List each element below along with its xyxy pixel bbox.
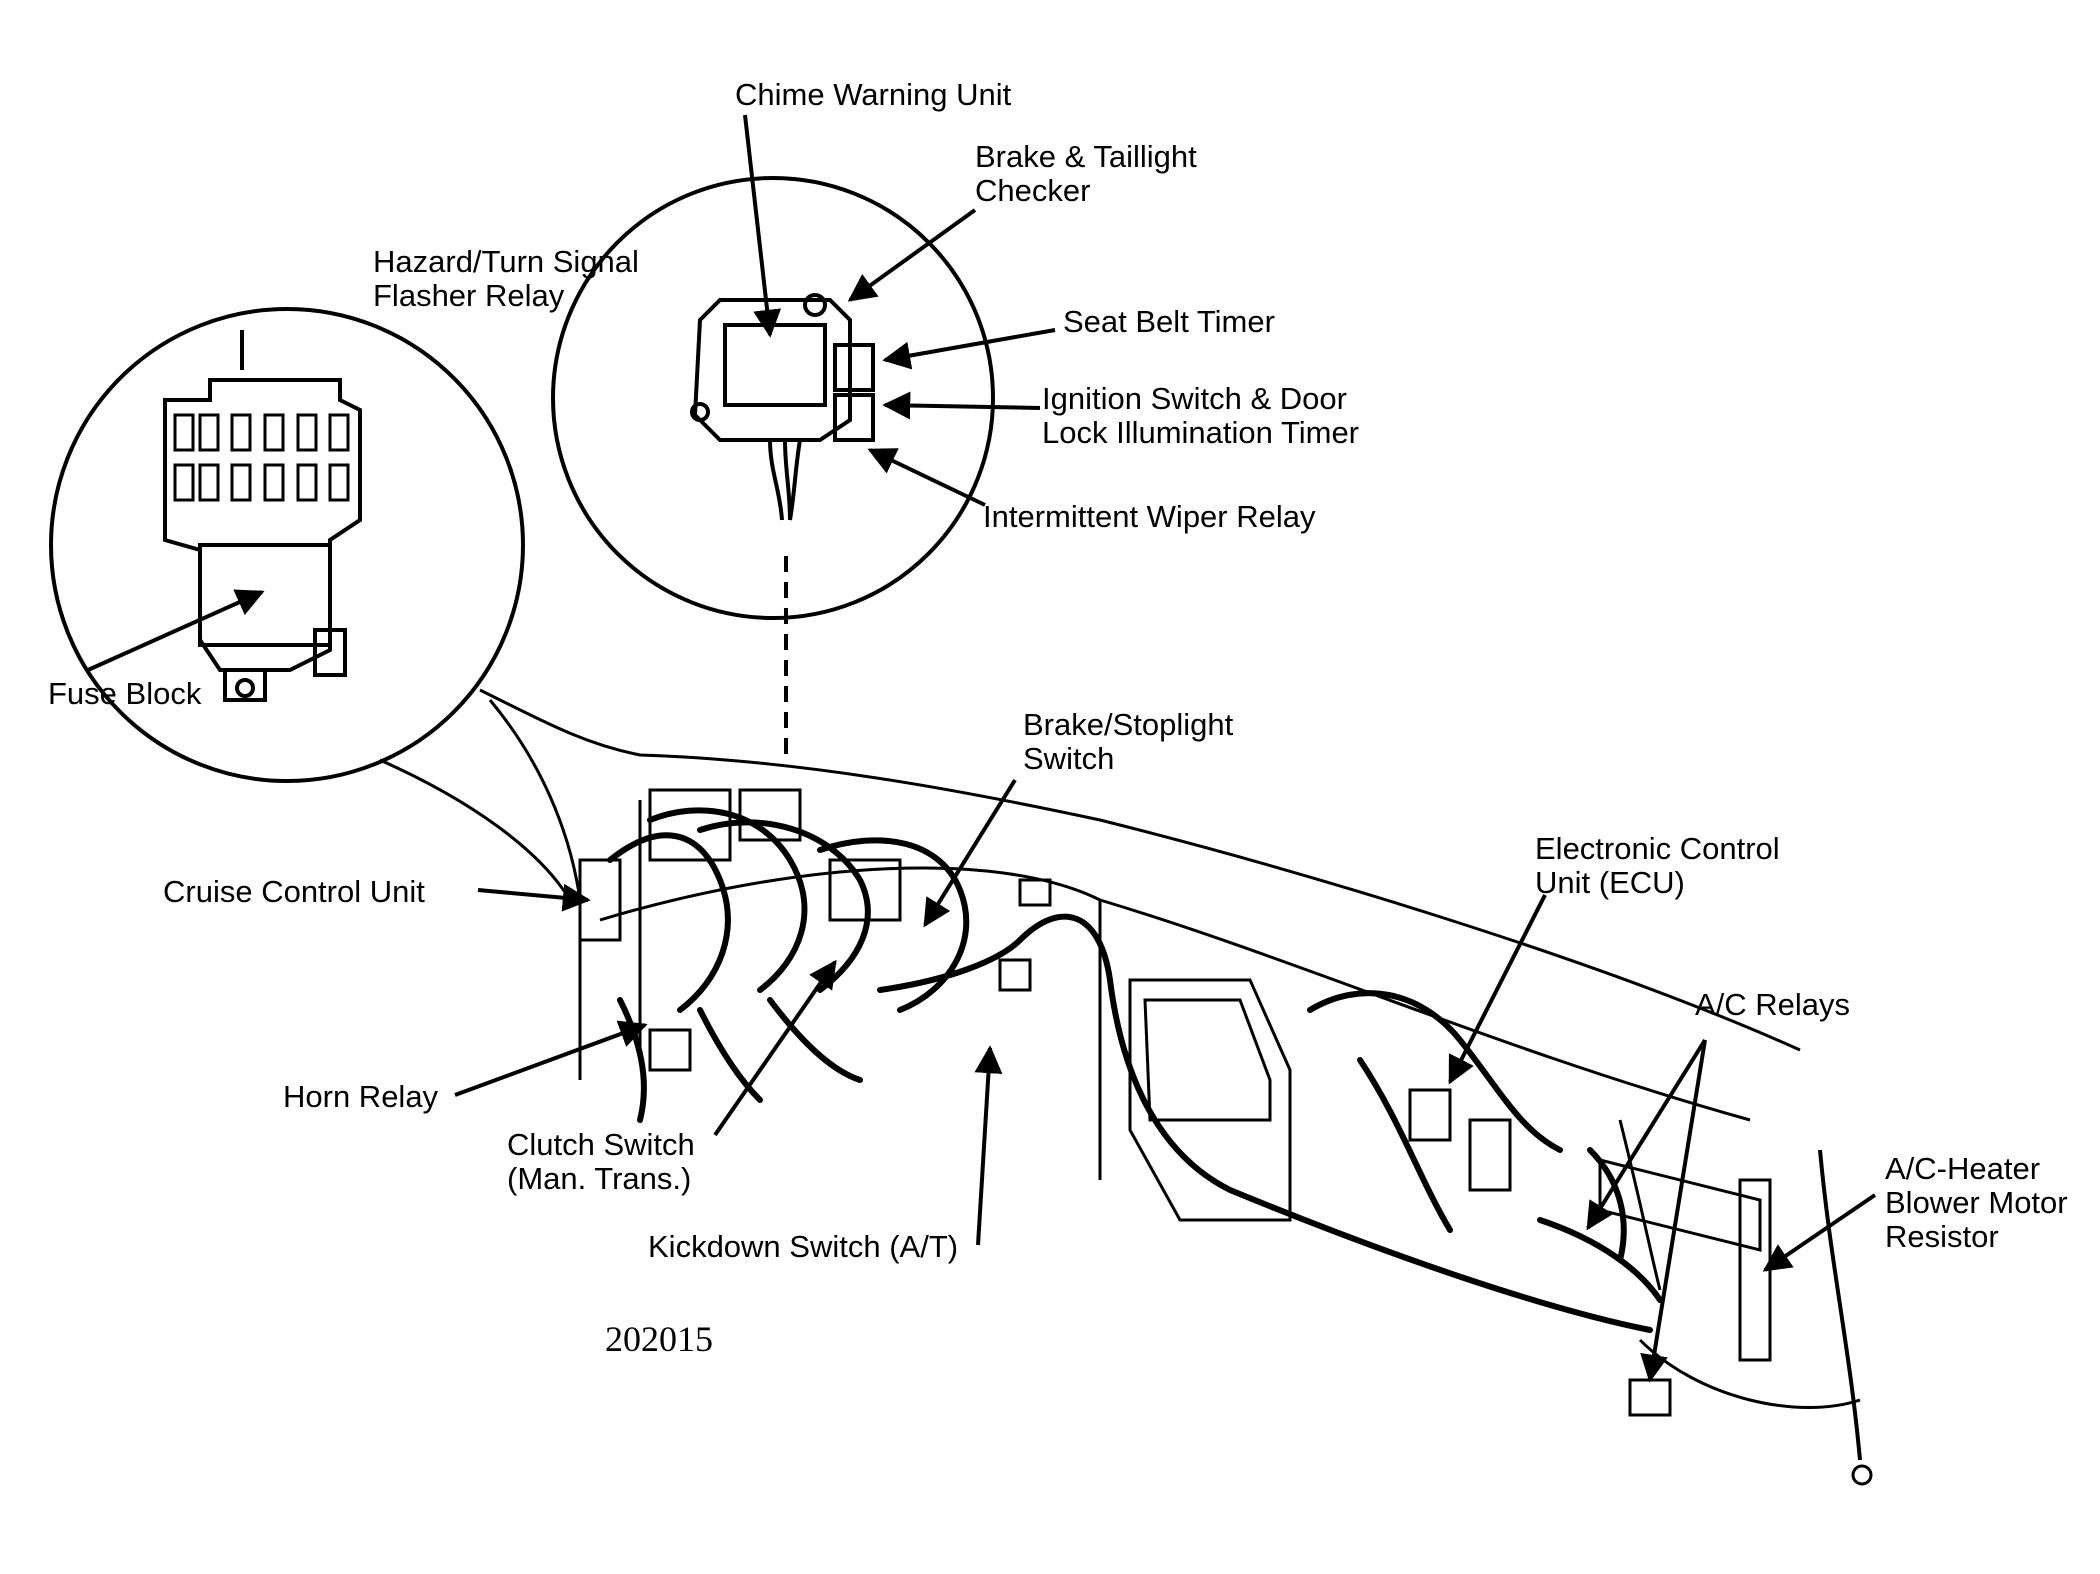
figure-number: 202015 (605, 1319, 713, 1359)
arrow-horn-relay (454, 1020, 648, 1097)
arrow-ignition-door-timer (882, 391, 1041, 420)
arrow-clutch-switch (713, 959, 837, 1137)
label-line: Electronic Control (1535, 831, 1780, 866)
label-line: Switch (1023, 741, 1115, 776)
arrow-ac-heater-resistor (1762, 1193, 1877, 1272)
arrow-cruise-control-unit (477, 883, 591, 912)
label-ecu: Electronic Control Unit (ECU) (1535, 832, 1780, 900)
label-line: Checker (975, 173, 1091, 208)
arrow-ac-relays-2 (1640, 1039, 1707, 1383)
label-brake-taillight-checker: Brake & Taillight Checker (975, 140, 1197, 208)
label-line: Brake/Stoplight (1023, 707, 1234, 742)
arrow-seat-belt-timer (882, 328, 1056, 370)
label-line: Flasher Relay (373, 278, 565, 313)
arrow-ac-relays-1 (1586, 1038, 1707, 1231)
label-seat-belt-timer: Seat Belt Timer (1063, 304, 1275, 339)
fuse-block-detail-circle (49, 307, 525, 783)
arrow-brake-stoplight-switch (923, 778, 1017, 928)
label-line: Resistor (1885, 1219, 1999, 1254)
label-line: Blower Motor (1885, 1185, 2068, 1220)
label-line: Ignition Switch & Door (1042, 381, 1347, 416)
label-clutch-switch: Clutch Switch (Man. Trans.) (507, 1128, 695, 1196)
leader-arrows (87, 114, 1877, 1383)
label-horn-relay: Horn Relay (283, 1079, 439, 1114)
arrow-intermittent-wiper-relay (867, 448, 986, 507)
label-line: Hazard/Turn Signal (373, 244, 639, 279)
label-line: Clutch Switch (507, 1127, 695, 1162)
wiring-harness (607, 807, 1663, 1333)
label-line: Brake & Taillight (975, 139, 1197, 174)
arrow-kickdown-switch (974, 1045, 1003, 1246)
label-kickdown-switch: Kickdown Switch (A/T) (648, 1229, 959, 1264)
label-line: A/C-Heater (1885, 1151, 2041, 1186)
label-ignition-door-timer: Ignition Switch & Door Lock Illumination… (1042, 382, 1359, 450)
label-cruise-control-unit: Cruise Control Unit (163, 874, 425, 909)
label-brake-stoplight-switch: Brake/Stoplight Switch (1023, 708, 1233, 776)
label-line: (Man. Trans.) (507, 1161, 692, 1196)
label-intermittent-wiper-relay: Intermittent Wiper Relay (983, 499, 1316, 534)
label-hazard-flasher-relay: Hazard/Turn Signal Flasher Relay (373, 245, 639, 313)
label-fuse-block: Fuse Block (48, 676, 202, 711)
label-ac-heater-resistor: A/C-Heater Blower Motor Resistor (1885, 1152, 2068, 1254)
arrow-brake-taillight-checker (847, 208, 977, 302)
label-ac-relays: A/C Relays (1695, 987, 1851, 1022)
arrow-fuse-block (87, 589, 265, 672)
harness-connectors (578, 788, 1672, 1417)
arrow-ecu (1448, 894, 1547, 1085)
label-line: Unit (ECU) (1535, 865, 1685, 900)
relay-detail-circle (551, 176, 995, 620)
dash-panel-outline (379, 688, 1873, 1486)
arrow-chime-warning-unit (743, 114, 782, 338)
label-chime-warning-unit: Chime Warning Unit (735, 77, 1012, 112)
label-line: Lock Illumination Timer (1042, 415, 1360, 450)
